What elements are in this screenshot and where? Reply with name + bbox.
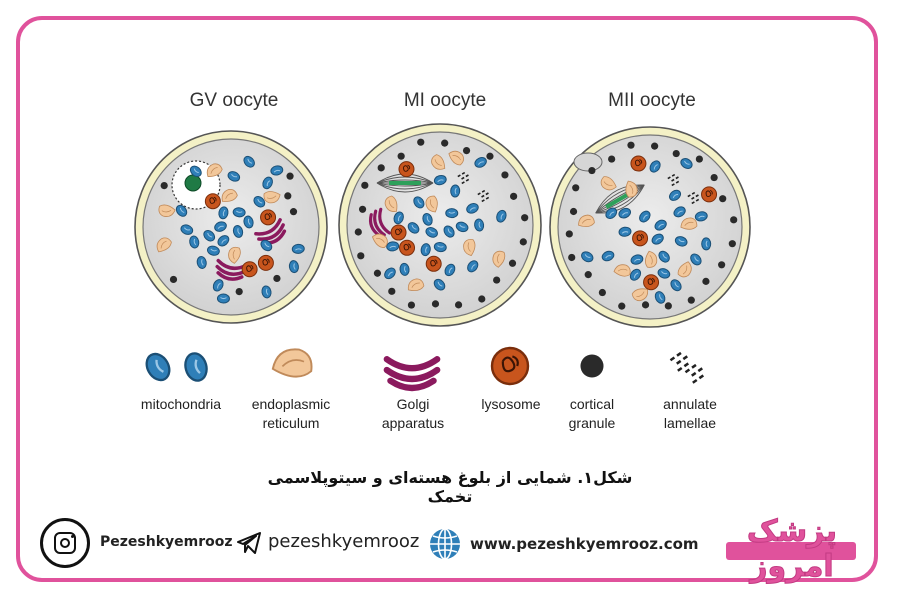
lysosome-mii [630, 155, 647, 172]
stage-title-mii: MII oocyte [608, 90, 696, 111]
cortical-granule-gv [284, 192, 292, 200]
legend-icon-mitochondria [140, 348, 176, 386]
website-link[interactable]: www.pezeshkyemrooz.com [470, 535, 699, 553]
cortical-granule-mii [730, 216, 738, 224]
instagram-handle[interactable]: Pezeshkyemrooz [100, 534, 233, 550]
cortical-granule-mi [454, 301, 463, 309]
cortical-granule-gv [235, 288, 243, 296]
legend-label-lysosome: lysosome [481, 396, 541, 412]
instagram-icon[interactable] [40, 518, 90, 568]
legend-icon-cortical-granule [580, 354, 604, 378]
lysosome-mii [701, 186, 718, 203]
cortical-granule-mi [388, 287, 396, 295]
mitochondrion-mi [445, 208, 459, 219]
cortical-granule-mii [719, 195, 727, 203]
lysosome-mi [399, 239, 416, 256]
cortical-granule-mii [568, 253, 576, 262]
cortical-granule-mi [486, 152, 494, 160]
cortical-granule-mii [588, 166, 596, 175]
cortical-granule-mii [627, 141, 635, 149]
cortical-granule-mi [441, 139, 449, 147]
legend-icon-golgi [387, 359, 437, 388]
lysosome-mi [398, 161, 415, 178]
cortical-granule-mii [608, 155, 616, 163]
nucleolus-gv [184, 174, 202, 192]
cortical-granule-mi [417, 138, 425, 146]
cortical-granule-gv [289, 208, 298, 216]
cortical-granule-mii [728, 240, 736, 248]
stage-title-mi: MI oocyte [403, 90, 487, 111]
figure-caption: شکل۱. شمایی از بلوغ هسته‌ای و سیتوپلاسمی… [267, 468, 633, 506]
mitochondrion-gv [216, 293, 231, 304]
telegram-icon[interactable] [236, 531, 262, 555]
cytoplasm-gv [142, 138, 320, 316]
globe-icon[interactable] [428, 527, 462, 561]
lysosome-gv [241, 261, 258, 278]
cortical-granule-mii [598, 288, 606, 297]
cortical-granule-mii [569, 207, 578, 216]
mitochondrion-mi [449, 184, 461, 198]
spindle-mi [376, 173, 434, 193]
cortical-granule-mi [478, 295, 486, 303]
cortical-granule-mii [672, 149, 680, 158]
cortical-granule-mi [493, 276, 501, 284]
cortical-granule-mi [407, 301, 416, 309]
lysosome-gv [204, 193, 221, 210]
cortical-granule-mi [357, 252, 365, 260]
cortical-granule-mi [510, 192, 518, 200]
legend-icon-annulate-lamellae [684, 361, 708, 385]
lysosome-mi [390, 224, 407, 241]
legend-label-mitochondria: mitochondria [140, 396, 222, 412]
brand-logo: پزشک امروز [722, 512, 862, 585]
cortical-granule-mii [584, 271, 592, 279]
legend-icon-lysosome [490, 346, 530, 386]
cortical-granule-mii [718, 261, 726, 269]
cortical-granule-mi [358, 205, 367, 213]
mitochondrion-mii [701, 237, 712, 251]
cortical-granule-mi [377, 164, 385, 172]
cortical-granule-mi [373, 269, 382, 277]
cortical-granule-mi [397, 152, 405, 160]
lysosome-gv [260, 209, 277, 226]
cortical-granule-gv [169, 275, 178, 284]
cortical-granule-mi [431, 300, 440, 308]
cortical-granule-mii [641, 301, 650, 309]
cortical-granule-gv [273, 274, 281, 283]
stage-title-gv: GV oocyte [189, 90, 279, 111]
cortical-granule-mi [508, 259, 517, 267]
cortical-granule-mii [572, 184, 580, 192]
cortical-granule-mii [664, 302, 672, 310]
lysosome-mii [632, 230, 649, 247]
lysosome-gv [257, 254, 274, 271]
legend-icon-mitochondria [181, 349, 211, 385]
legend-icon-annulate-lamellae [669, 349, 693, 373]
legend-icon-er [271, 348, 313, 378]
cortical-granule-mii [687, 296, 695, 304]
cortical-granule-mii [702, 277, 710, 285]
polar-body-mii [573, 152, 603, 172]
cortical-granule-mii [651, 142, 659, 150]
cortical-granule-mii [618, 302, 626, 310]
cortical-granule-gv [286, 172, 294, 180]
cortical-granule-mii [695, 155, 703, 163]
cortical-granule-mii [710, 173, 718, 182]
telegram-handle[interactable]: pezeshkyemrooz [268, 531, 420, 552]
cortical-granule-mii [565, 230, 573, 238]
cortical-granule-gv [160, 182, 168, 190]
cortical-granule-mi [501, 171, 509, 179]
cortical-granule-mi [361, 181, 369, 189]
cortical-granule-mi [519, 238, 527, 246]
lysosome-mi [425, 255, 442, 272]
cortical-granule-mi [521, 214, 529, 222]
cortical-granule-mi [462, 146, 471, 155]
cortical-granule-mi [354, 228, 362, 236]
lysosome-mii [643, 274, 660, 291]
